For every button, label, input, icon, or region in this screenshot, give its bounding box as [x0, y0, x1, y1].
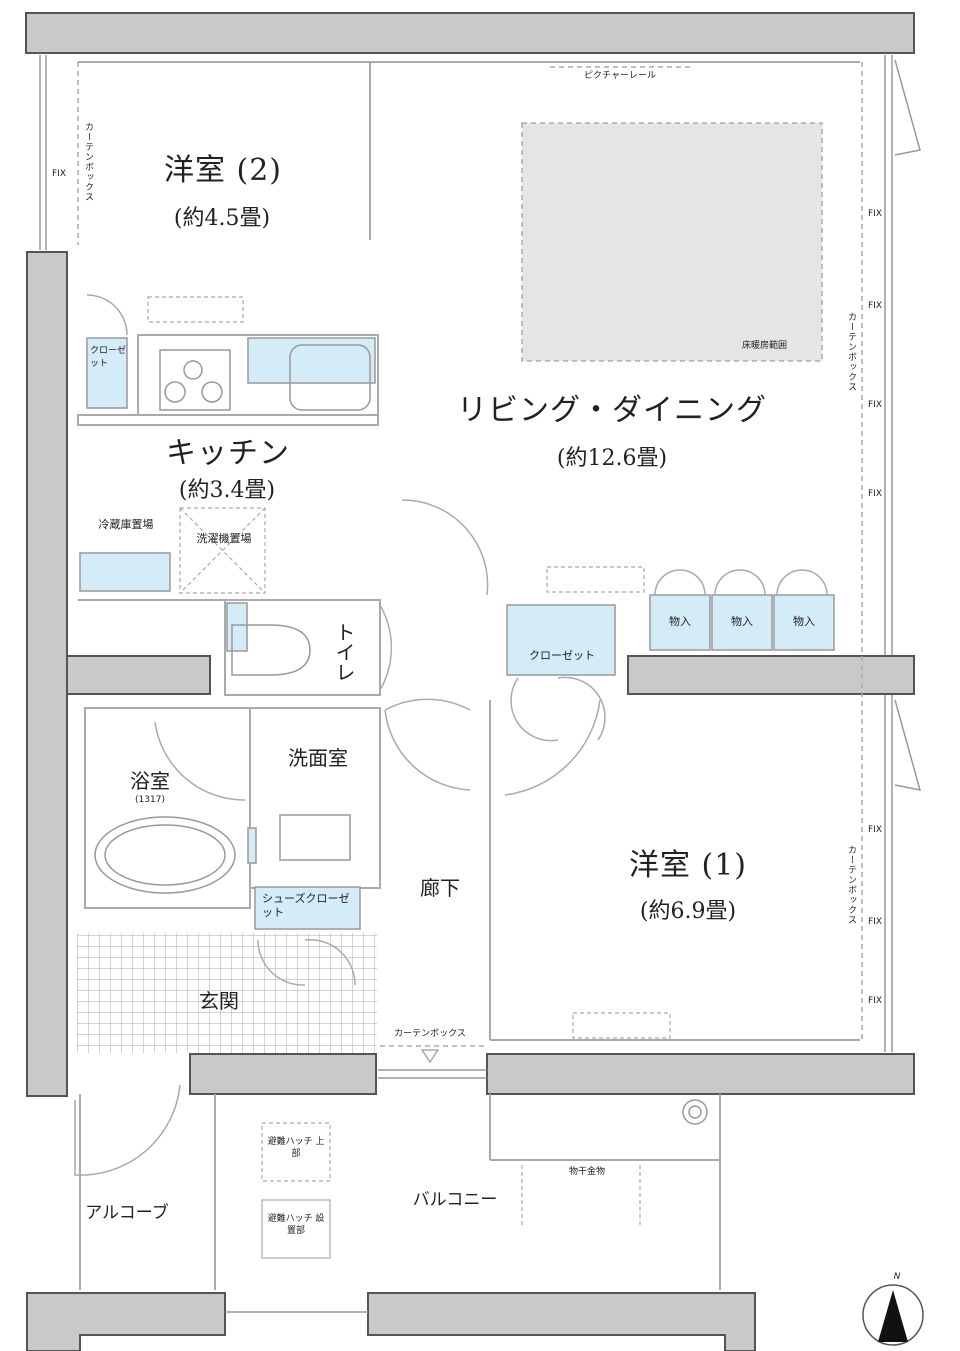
room-western2-area: (約4.5畳): [173, 206, 271, 231]
curtain-box-label-w1: カーテンボックス: [846, 845, 856, 925]
room-toilet-name: トイレ: [332, 622, 356, 682]
room-kitchen-name: キッチン: [166, 436, 290, 471]
room-kitchen-area: (約3.4畳): [178, 478, 276, 503]
hatch-upper-label: 避難ハッチ 上部: [267, 1137, 325, 1159]
monoire-label-2: 物入: [731, 615, 753, 628]
fix-label-6: FIX: [868, 917, 882, 927]
hatch-lower-label: 避難ハッチ 設置部: [267, 1214, 325, 1236]
closet-small-label: クローゼット: [90, 346, 127, 369]
fix-label-2: FIX: [868, 301, 882, 311]
north-label: N: [893, 1272, 901, 1282]
room-bath-name: 浴室: [130, 769, 170, 793]
room-hallway-name: 廊下: [420, 876, 460, 900]
curtain-box-lines: [77, 62, 863, 1047]
room-western2-name: 洋室 (2): [163, 153, 283, 188]
curtain-box-label-hall: カーテンボックス: [394, 1029, 466, 1039]
curtain-box-marker-icon: [420, 1049, 440, 1064]
fix-label-left: FIX: [52, 169, 66, 179]
room-alcove-name: アルコーブ: [85, 1203, 169, 1223]
picture-rail-label: ピクチャーレール: [584, 71, 656, 81]
structural-walls: [25, 12, 915, 1351]
room-ldk-area: (約12.6畳): [556, 446, 668, 471]
room-bath-size: (1317): [135, 795, 165, 805]
closet-w1-label: クローゼット: [529, 649, 595, 662]
window-frames: [39, 55, 922, 1313]
fix-label-4: FIX: [868, 489, 882, 499]
room-washroom-name: 洗面室: [288, 746, 348, 770]
north-arrow-icon: [862, 1284, 924, 1346]
entrance-tile-floor: [77, 933, 377, 1053]
shoe-closet-label: シューズクローゼット: [262, 892, 350, 919]
fix-label-3: FIX: [868, 400, 882, 410]
monoire-label-1: 物入: [669, 615, 691, 628]
floor-heating-area: [521, 122, 823, 362]
interior-walls: [77, 61, 860, 1290]
fridge-space-label: 冷蔵庫置場: [98, 518, 154, 531]
room-entrance-name: 玄関: [199, 989, 239, 1013]
curtain-box-label-left: カーテンボックス: [83, 122, 93, 202]
fix-label-7: FIX: [868, 996, 882, 1006]
hatch-lower-frame: [261, 1199, 331, 1259]
washer-space-label: 洗濯機置場: [196, 532, 252, 545]
room-ldk-name: リビング・ダイニング: [457, 393, 767, 428]
floor-heating-label: 床暖房範囲: [742, 341, 788, 351]
curtain-box-label-ldk: カーテンボックス: [846, 312, 856, 392]
fixtures: [94, 344, 708, 1125]
fix-label-5: FIX: [868, 825, 882, 835]
dashed-placeholders: [147, 296, 671, 1225]
drying-hardware-label: 物干金物: [568, 1167, 606, 1177]
storage-fills: [79, 337, 835, 930]
room-western1-area: (約6.9畳): [639, 899, 737, 924]
room-western1-name: 洋室 (1): [628, 848, 748, 883]
monoire-label-3: 物入: [793, 615, 815, 628]
room-balcony-name: バルコニー: [412, 1190, 498, 1210]
fix-label-1: FIX: [868, 209, 882, 219]
